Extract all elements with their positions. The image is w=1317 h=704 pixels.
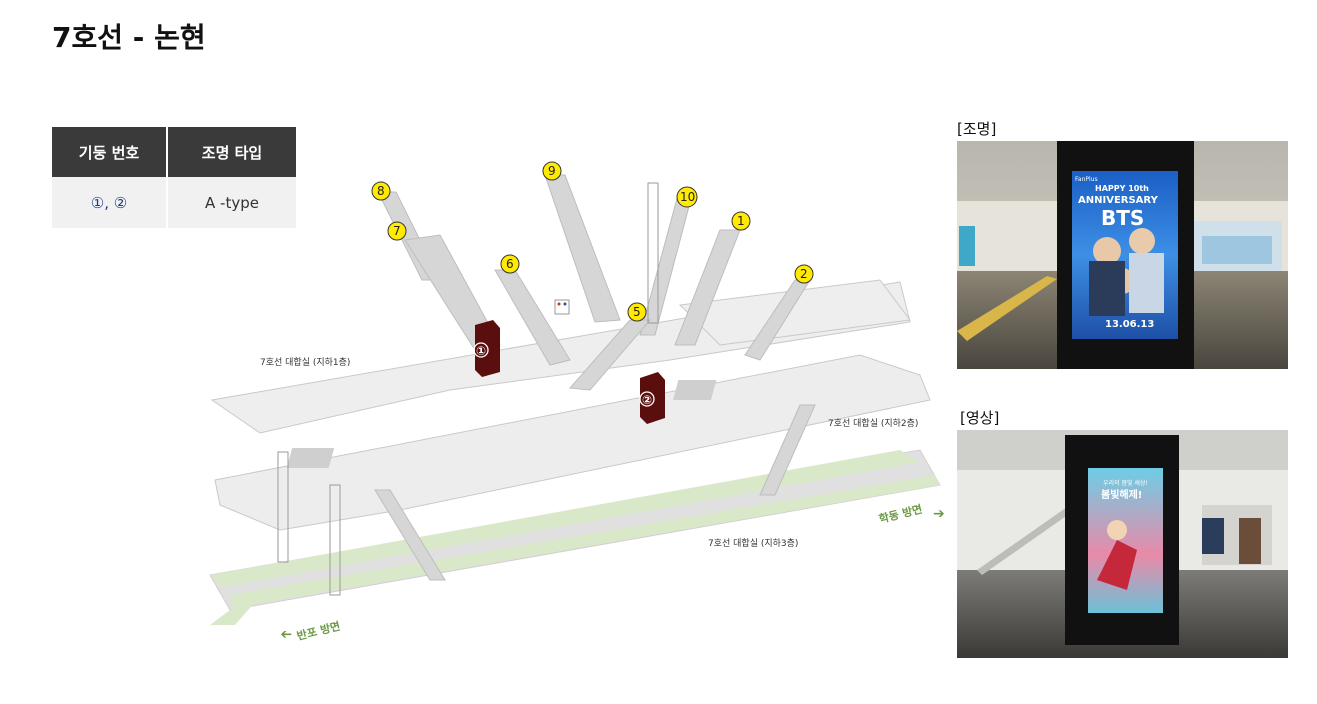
header-light-type: 조명 타입 xyxy=(167,127,296,177)
video-photo: 우리의 봄빛 세상! 봄빛해제! xyxy=(957,430,1288,658)
direction-right-label: 학동 방면 xyxy=(877,502,923,526)
exit-marker-9: 9 xyxy=(542,161,562,181)
exit-8-label: 8 xyxy=(377,184,385,198)
lighting-ad-headline-3: BTS xyxy=(1101,206,1144,230)
lighting-ad-brand: FanPlus xyxy=(1075,176,1098,183)
label-level-b1: 7호선 대합실 (지하1층) xyxy=(260,357,350,368)
elevator-top xyxy=(647,182,659,324)
pillar-type-table: 기둥 번호 조명 타입 ①, ② A -type xyxy=(52,127,296,228)
video-photo-caption: [영상] xyxy=(960,409,1000,427)
cell-light-type: A -type xyxy=(167,177,296,228)
pillar-1: ① xyxy=(473,320,500,377)
b1-upper-deck xyxy=(678,279,911,346)
lighting-ad-headline-2: ANNIVERSARY xyxy=(1078,195,1159,206)
b2-stairs-b xyxy=(673,380,717,400)
label-level-b2: 7호선 대합실 (지하2층) xyxy=(828,418,918,429)
elevator-left-b xyxy=(329,484,341,596)
lighting-ad-headline-1: HAPPY 10th xyxy=(1095,184,1149,193)
b2-stairs-a xyxy=(286,448,335,468)
corridor-b2-down xyxy=(759,404,816,496)
video-photo-scene: 우리의 봄빛 세상! 봄빛해제! xyxy=(957,430,1288,658)
station-floor-map: 7호선 대합실 (지하1층) 7호선 대합실 (지하2층) 7호선 대합실 (지… xyxy=(209,161,945,643)
arrow-left-icon: ➔ xyxy=(280,626,292,642)
exit-marker-5: 5 xyxy=(627,302,647,322)
b3-track-upper xyxy=(210,450,920,587)
video-ad-headline-2: 봄빛해제! xyxy=(1101,488,1142,501)
level-b2 xyxy=(214,354,931,531)
lighting-photo: FanPlus HAPPY 10th ANNIVERSARY BTS 13.06… xyxy=(957,141,1288,369)
exit-marker-8: 8 xyxy=(371,181,391,201)
video-ad-headline-1: 우리의 봄빛 세상! xyxy=(1103,479,1148,487)
corridor-exit-1 xyxy=(674,229,741,346)
lighting-ad-date: 13.06.13 xyxy=(1105,319,1154,330)
arrow-right-icon: ➔ xyxy=(933,506,945,522)
table-header-row: 기둥 번호 조명 타입 xyxy=(52,127,296,177)
table-row: ①, ② A -type xyxy=(52,177,296,228)
exit-5-label: 5 xyxy=(633,305,641,319)
exit-9-label: 9 xyxy=(548,164,556,178)
exit-marker-7: 7 xyxy=(387,221,407,241)
lighting-photo-scene: FanPlus HAPPY 10th ANNIVERSARY BTS 13.06… xyxy=(957,141,1288,369)
b3-track-lower xyxy=(230,475,940,608)
direction-left-label: 반포 방면 xyxy=(295,619,341,643)
pillar-2-label: ② xyxy=(642,393,652,407)
page-title: 7호선 - 논현 xyxy=(52,21,206,54)
restroom-icon xyxy=(554,299,570,315)
header-pillar-number: 기둥 번호 xyxy=(52,127,168,177)
exit-marker-6: 6 xyxy=(500,254,520,274)
exit-marker-2: 2 xyxy=(794,264,814,284)
lighting-photo-caption: [조명] xyxy=(957,120,997,138)
pillar-1-label: ① xyxy=(476,344,486,358)
exit-6-label: 6 xyxy=(506,257,514,271)
pillar-2: ② xyxy=(639,372,665,424)
exit-marker-10: 10 xyxy=(676,186,698,208)
elevators xyxy=(277,182,659,596)
b3-ramp-left xyxy=(210,602,255,625)
exit-marker-1: 1 xyxy=(731,211,751,231)
corridor-b3-down xyxy=(374,489,446,581)
exit-2-label: 2 xyxy=(800,267,808,281)
corridor-exit-5 xyxy=(568,319,652,391)
cell-pillar-numbers: ①, ② xyxy=(52,177,168,228)
exit-1-label: 1 xyxy=(737,214,745,228)
exit-corridors xyxy=(374,174,816,581)
label-level-b3: 7호선 대합실 (지하3층) xyxy=(708,538,798,549)
elevator-left-a xyxy=(277,451,289,563)
level-b3 xyxy=(209,449,941,625)
exit-7-label: 7 xyxy=(393,224,401,238)
exit-10-label: 10 xyxy=(680,190,695,204)
b2-floor xyxy=(214,354,931,531)
